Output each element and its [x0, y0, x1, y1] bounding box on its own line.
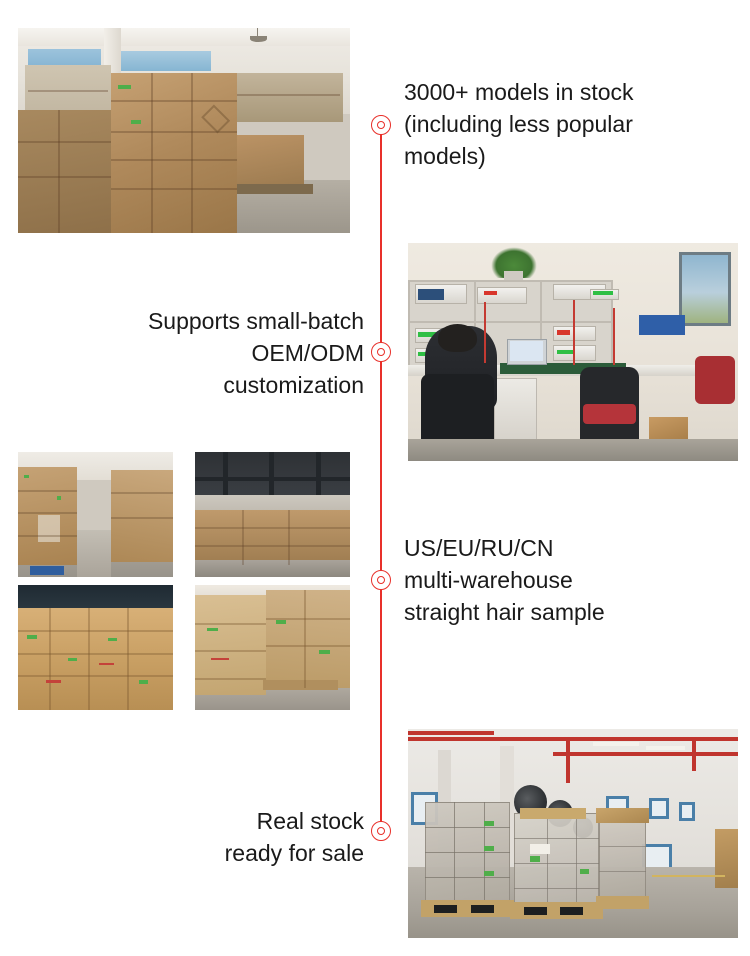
caption-real-stock: Real stock ready for sale [40, 805, 364, 869]
timeline-marker-2 [371, 342, 391, 362]
caption-real-stock-line-2: ready for sale [224, 840, 364, 866]
photo-pallet-wall [195, 585, 350, 710]
caption-real-stock-line-1: Real stock [256, 808, 364, 834]
photo-wrapped-pallets [408, 729, 738, 938]
timeline-marker-1 [371, 115, 391, 135]
caption-multi-warehouse-line-2: multi-warehouse [404, 567, 573, 593]
caption-oem-odm-line-2: OEM/ODM [251, 340, 364, 366]
timeline-spine [380, 125, 382, 832]
caption-oem-odm-line-3: customization [223, 372, 364, 398]
photo-wrapped-pallets-scene [408, 729, 738, 938]
photo-warehouse-hall [195, 452, 350, 577]
caption-models-in-stock: 3000+ models in stock (including less po… [404, 76, 734, 172]
timeline-marker-3 [371, 570, 391, 590]
photo-testing-lab [408, 243, 738, 461]
caption-models-in-stock-line-2: (including less popular [404, 111, 633, 137]
photo-warehouse-boxes [18, 28, 350, 233]
photo-testing-lab-scene [408, 243, 738, 461]
timeline-marker-4 [371, 821, 391, 841]
caption-oem-odm: Supports small-batch OEM/ODM customizati… [40, 305, 364, 401]
caption-models-in-stock-line-3: models) [404, 143, 486, 169]
caption-multi-warehouse-line-1: US/EU/RU/CN [404, 535, 554, 561]
photo-warehouse-aisle [18, 452, 173, 577]
photo-warehouse-boxes-scene [18, 28, 350, 233]
photo-grid-warehouses [18, 452, 350, 710]
caption-models-in-stock-line-1: 3000+ models in stock [404, 79, 634, 105]
photo-cartons-overhead [18, 585, 173, 710]
caption-multi-warehouse: US/EU/RU/CN multi-warehouse straight hai… [404, 532, 734, 628]
caption-oem-odm-line-1: Supports small-batch [147, 308, 364, 334]
caption-multi-warehouse-line-3: straight hair sample [404, 599, 605, 625]
